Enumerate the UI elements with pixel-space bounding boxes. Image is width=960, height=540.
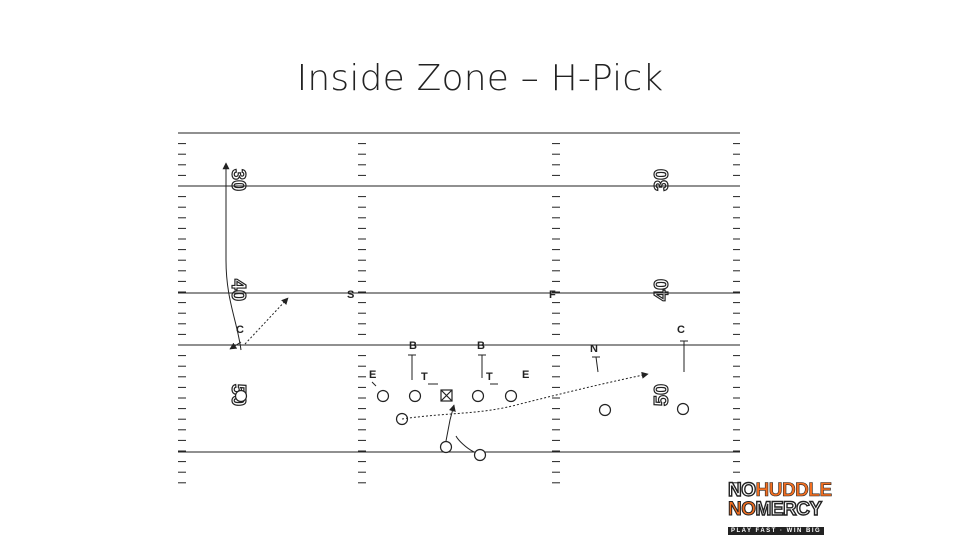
defender-stance-mark bbox=[592, 356, 600, 373]
defender-corner: C bbox=[236, 324, 244, 336]
offensive-guard bbox=[408, 389, 422, 403]
slide-title: Inside Zone – H-Pick bbox=[296, 58, 664, 99]
yard-numbers: 30 30 40 40 50 50 bbox=[226, 168, 673, 406]
routes bbox=[222, 162, 649, 453]
defender-end: E bbox=[369, 369, 376, 381]
yard-number: 30 bbox=[227, 169, 249, 191]
offensive-tackle bbox=[376, 389, 390, 403]
offense bbox=[234, 389, 690, 462]
post-route bbox=[244, 297, 289, 345]
defender-backer: B bbox=[477, 340, 485, 352]
qb-handoff-path bbox=[445, 404, 456, 442]
hash-marks bbox=[178, 132, 740, 484]
logo-text: MERCY bbox=[755, 499, 823, 520]
yard-number: 40 bbox=[651, 279, 673, 301]
no-huddle-no-mercy-logo: NOHUDDLE NOMERCY PLAY FAST · WIN BIG bbox=[727, 480, 840, 539]
defender-tackle: T bbox=[486, 371, 493, 383]
offensive-tackle bbox=[504, 389, 518, 403]
running-back bbox=[473, 448, 487, 462]
defender-free-safety: F bbox=[549, 289, 556, 301]
defender-tackle: T bbox=[421, 371, 428, 383]
logo-text: HUDDLE bbox=[755, 480, 832, 501]
quarterback bbox=[439, 440, 453, 454]
h-pick-route bbox=[401, 371, 649, 420]
defender-nickel: N bbox=[590, 343, 598, 355]
receiver-x bbox=[234, 389, 248, 403]
yard-lines bbox=[178, 132, 740, 453]
rb-path bbox=[455, 435, 475, 453]
logo-tagline: PLAY FAST · WIN BIG bbox=[728, 527, 825, 535]
defender-backer: B bbox=[409, 340, 417, 352]
defender-stance-mark bbox=[478, 354, 486, 378]
defender-corner: C bbox=[677, 324, 685, 336]
yard-number: 50 bbox=[651, 384, 673, 406]
yard-number: 40 bbox=[227, 279, 249, 301]
yard-number: 30 bbox=[651, 169, 673, 191]
go-route bbox=[222, 162, 242, 351]
logo-text: NO bbox=[727, 480, 756, 501]
offensive-guard bbox=[471, 389, 485, 403]
defender-stance-mark bbox=[680, 340, 688, 372]
defender-stance-mark bbox=[408, 354, 416, 380]
defender-stance-mark bbox=[371, 381, 377, 387]
slot-receiver bbox=[598, 403, 612, 417]
center-mark bbox=[440, 389, 453, 402]
block-arrow bbox=[229, 341, 242, 350]
defender-safety: S bbox=[347, 289, 354, 301]
defender-end: E bbox=[522, 369, 529, 381]
logo-text: NO bbox=[728, 499, 757, 520]
defense: S F C C B B E T T E N bbox=[236, 289, 688, 387]
receiver-z bbox=[676, 402, 690, 416]
